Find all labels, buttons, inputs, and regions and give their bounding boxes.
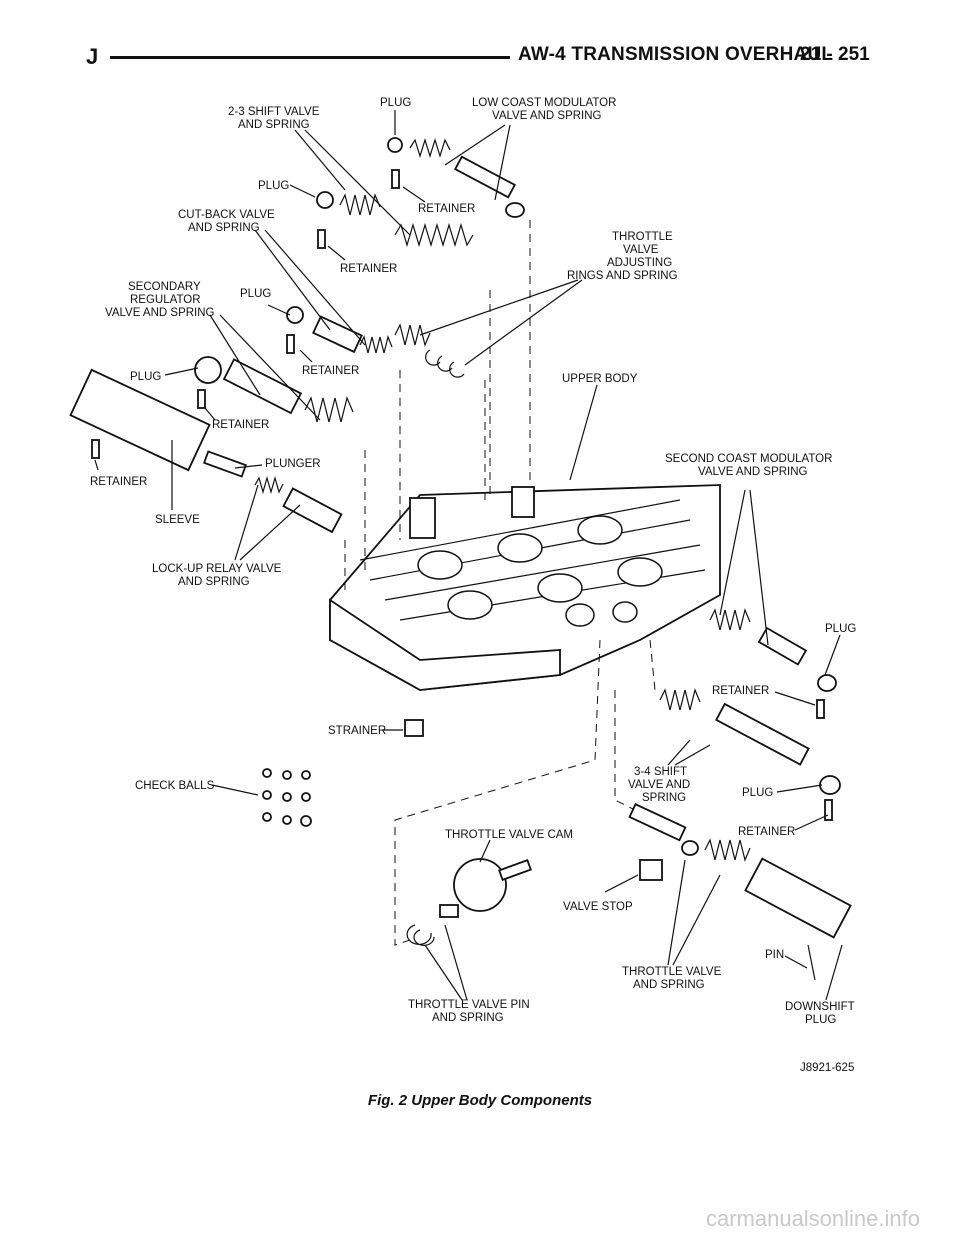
label-valve-stop: VALVE STOP [563,901,633,913]
label-retainer-4: RETAINER [212,419,269,431]
watermark: carmanualsonline.info [705,1206,920,1231]
upper-body-casting [329,484,721,691]
page-number: 21 - 251 [800,44,870,65]
label-plug-3: PLUG [240,288,271,300]
leader-lines [94,110,843,1001]
label-retainer-1: RETAINER [418,203,475,215]
strainer-icon [404,719,424,737]
label-plug-top: PLUG [380,97,411,109]
sleeve-icon [69,368,211,472]
label-sleeve: SLEEVE [155,514,200,526]
figure-id: J8921-625 [800,1062,854,1074]
page-title: AW-4 TRANSMISSION OVERHAUL [518,44,834,65]
label-retainer-3: RETAINER [302,365,359,377]
label-pin: PIN [765,949,784,961]
alignment-guides [344,220,656,946]
label-check-balls: CHECK BALLS [135,780,215,792]
label-plug-4: PLUG [130,371,161,383]
valve-components [69,137,852,981]
label-upper-body: UPPER BODY [562,373,638,385]
check-balls-icon [262,768,312,827]
label-plug-2: PLUG [258,180,289,192]
label-throttle-valve-cam: THROTTLE VALVE CAM [445,829,573,841]
label-strainer: STRAINER [328,725,386,737]
label-retainer-6: RETAINER [712,685,769,697]
header-rule [110,56,510,59]
figure-caption: Fig. 2 Upper Body Components [367,1092,593,1109]
label-plunger: PLUNGER [265,458,321,470]
label-retainer-7: RETAINER [738,826,795,838]
section-letter: J [86,44,99,69]
label-plug-5: PLUG [825,623,856,635]
label-retainer-5: RETAINER [90,476,147,488]
plug-icon [387,137,403,153]
label-plug-6: PLUG [742,787,773,799]
spring-icon [409,137,451,159]
label-retainer-2: RETAINER [340,263,397,275]
